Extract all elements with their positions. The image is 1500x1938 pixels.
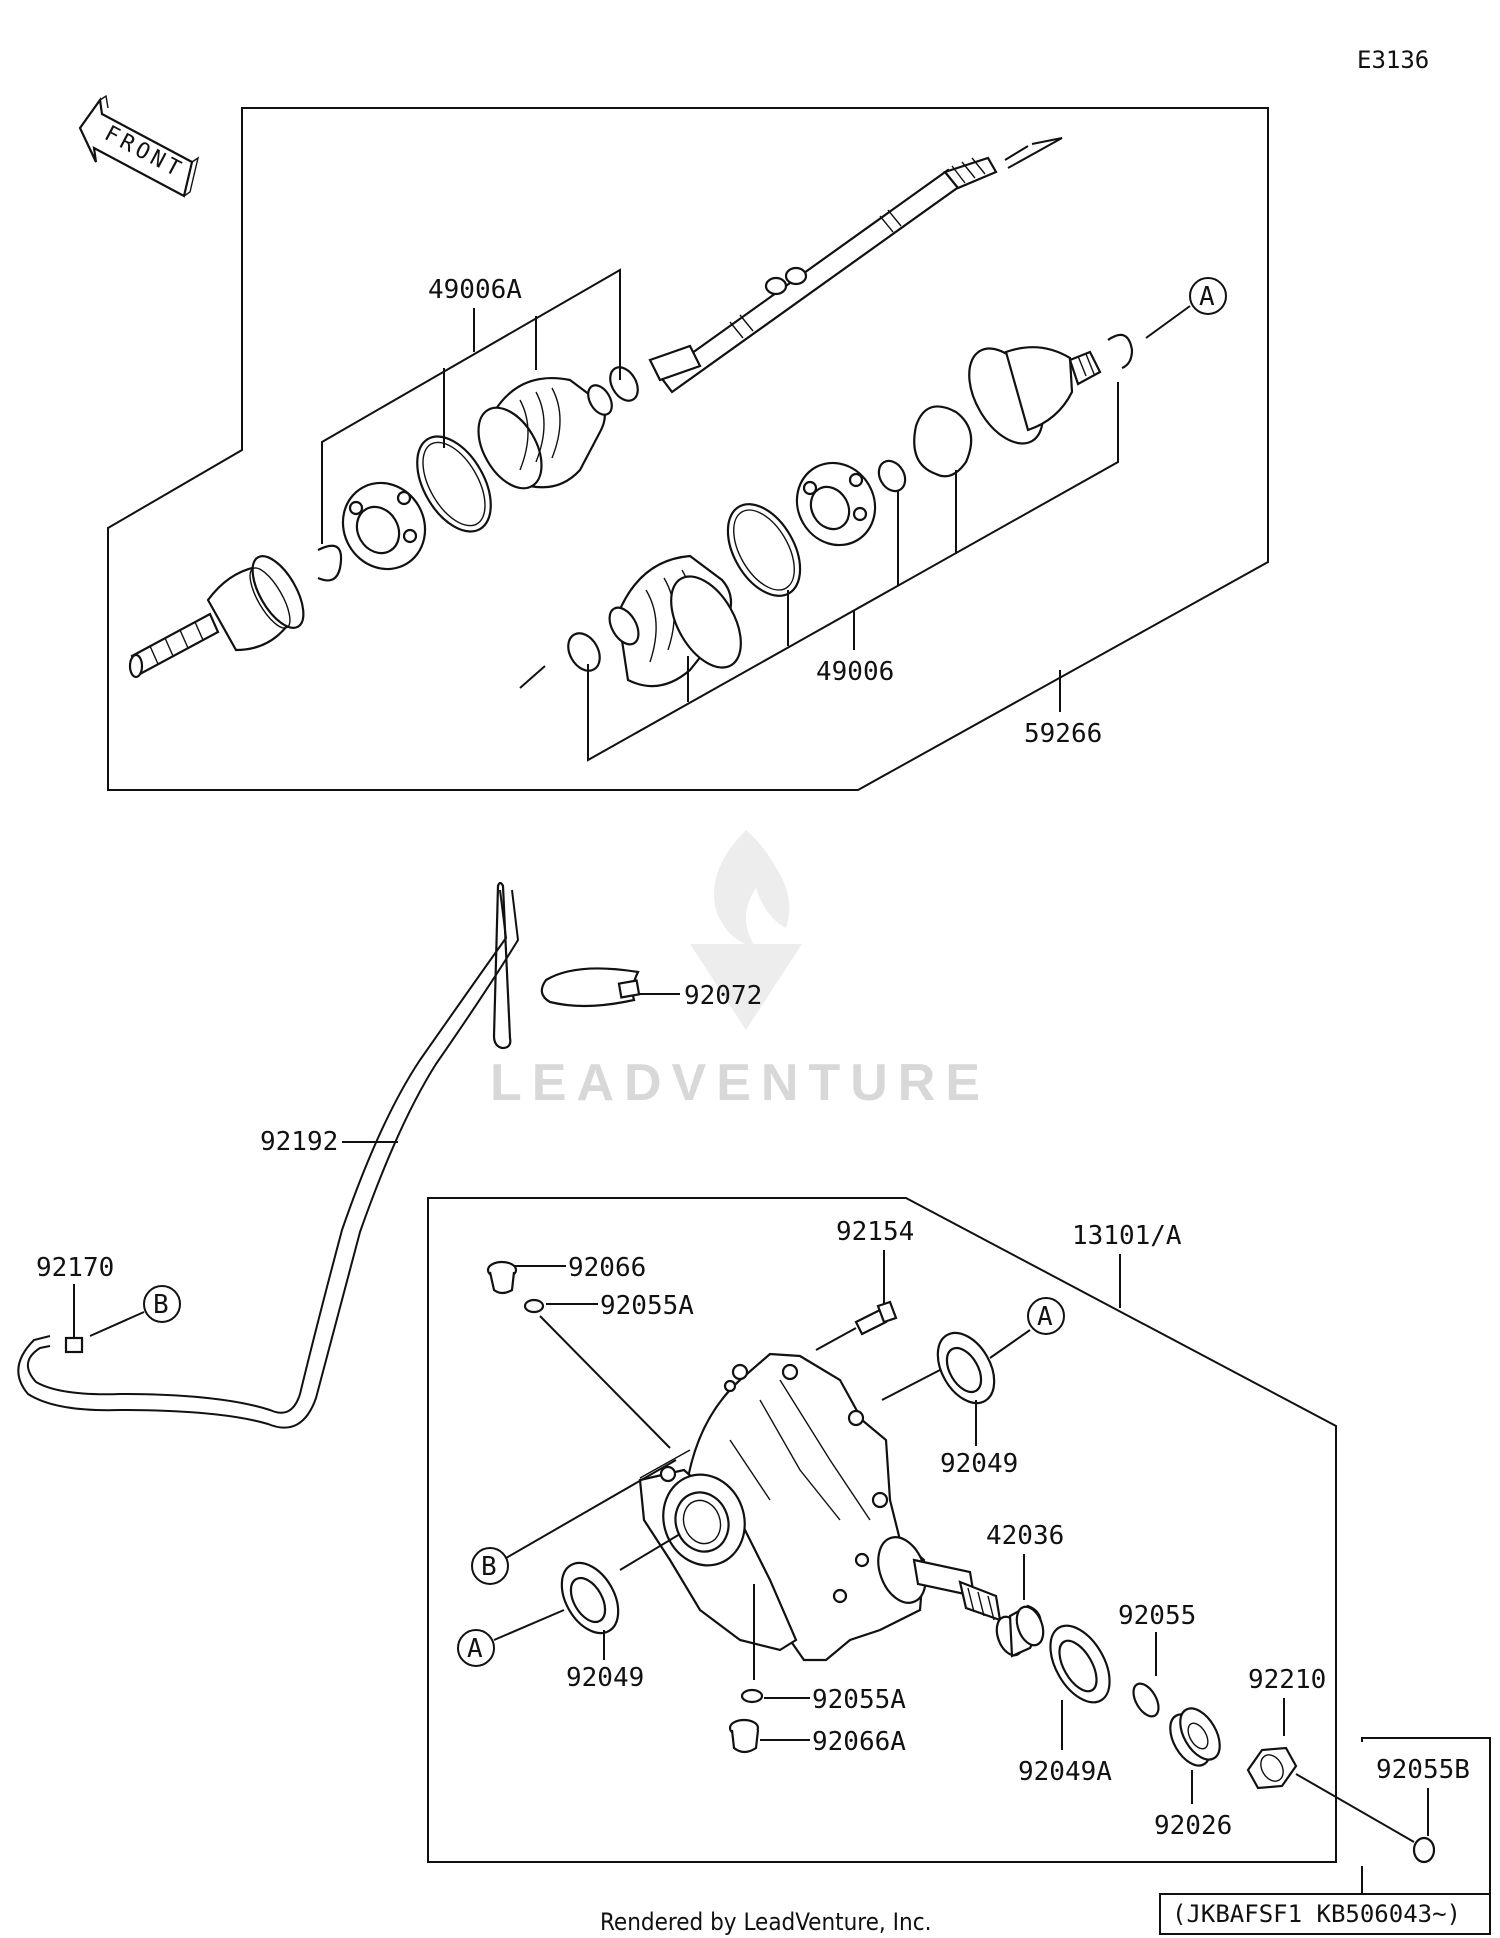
watermark-logo-icon xyxy=(690,830,802,1030)
oring-92055A-top xyxy=(523,1298,545,1314)
washer-92026 xyxy=(1169,1707,1221,1767)
callout-92049-left: 92049 xyxy=(566,1663,644,1693)
leader-marker-a-mid xyxy=(989,1329,1031,1359)
callout-92210: 92210 xyxy=(1248,1665,1326,1695)
marker-b-mid: B xyxy=(471,1547,509,1585)
circlip-large xyxy=(913,405,973,478)
callout-92026: 92026 xyxy=(1154,1811,1232,1841)
callout-92055A-top: 92055A xyxy=(600,1291,694,1321)
svg-text:B: B xyxy=(153,1290,169,1320)
callout-92049A: 92049A xyxy=(1018,1757,1112,1787)
differential-housing xyxy=(638,1352,1002,1662)
marker-a-left: A xyxy=(457,1629,495,1667)
serial-note: (JKBAFSF1 KB506043~) xyxy=(1172,1900,1461,1928)
plug-92066A xyxy=(728,1718,760,1754)
callout-42036: 42036 xyxy=(986,1521,1064,1551)
leader-seal-right-to-housing xyxy=(881,1369,941,1401)
hose-clip xyxy=(64,1336,84,1354)
collar-42036 xyxy=(995,1604,1045,1658)
diagram-id: E3136 xyxy=(1357,46,1429,74)
svg-text:A: A xyxy=(1037,1302,1053,1332)
callout-92170: 92170 xyxy=(36,1253,114,1283)
oil-seal-92049A xyxy=(1049,1624,1111,1704)
callout-92066A: 92066A xyxy=(812,1727,906,1757)
serial-note-box xyxy=(1159,1893,1491,1935)
callout-92049-right: 92049 xyxy=(940,1449,1018,1479)
marker-b-left: B xyxy=(89,1285,181,1337)
bolt-92154 xyxy=(815,1300,898,1351)
leader-nut-to-92055B xyxy=(1295,1773,1415,1843)
small-ring-lower xyxy=(877,459,907,493)
cv-boot-lower xyxy=(567,554,742,688)
callout-49006: 49006 xyxy=(816,657,894,687)
callout-13101A: 13101/A xyxy=(1072,1221,1182,1251)
plug-92066 xyxy=(486,1260,518,1295)
small-ring-upper xyxy=(609,366,639,402)
footer-credit: Rendered by LeadVenture, Inc. xyxy=(600,1908,931,1936)
leader-seal-left-to-housing xyxy=(619,1533,681,1571)
oil-seal-92049-right xyxy=(936,1331,996,1405)
outer-cv-joint xyxy=(128,555,305,679)
marker-a-mid: A xyxy=(1027,1297,1065,1335)
callout-92154: 92154 xyxy=(836,1217,914,1247)
oring-92055A-bottom xyxy=(740,1688,764,1704)
box-92055B xyxy=(1361,1737,1491,1895)
oring-92055B xyxy=(1412,1836,1436,1864)
bearing-cage-left xyxy=(341,481,427,571)
bearing-cage-right xyxy=(795,461,877,547)
breather-hose xyxy=(17,881,520,1429)
front-arrow-icon: FRONT xyxy=(78,94,200,198)
svg-text:A: A xyxy=(467,1634,483,1664)
svg-text:A: A xyxy=(1199,282,1215,312)
shaft-assembly-frame xyxy=(107,107,1269,791)
callout-92072: 92072 xyxy=(684,981,762,1011)
callout-59266: 59266 xyxy=(1024,719,1102,749)
oil-seal-92049-left xyxy=(560,1561,620,1635)
nut-92210 xyxy=(1246,1746,1298,1790)
circlip-left xyxy=(317,544,343,582)
circlip-top-right xyxy=(1107,333,1134,370)
leader-49006 xyxy=(587,382,1119,762)
leader-marker-b-mid xyxy=(505,1459,677,1559)
inner-cv-joint xyxy=(968,346,1102,445)
callout-92066: 92066 xyxy=(568,1253,646,1283)
marker-a-top: A xyxy=(1145,277,1227,339)
differential-frame xyxy=(427,1197,1337,1863)
cv-boot-upper xyxy=(477,376,613,490)
leader-92055A-path xyxy=(539,1315,671,1449)
watermark-text: LEADVENTURE xyxy=(490,1054,990,1112)
leader-marker-a-left xyxy=(493,1609,565,1641)
callout-92192: 92192 xyxy=(260,1127,338,1157)
callout-92055: 92055 xyxy=(1118,1601,1196,1631)
hose-clamp xyxy=(540,967,680,1008)
oring-92055 xyxy=(1132,1682,1160,1718)
callout-92055A-bottom: 92055A xyxy=(812,1685,906,1715)
svg-text:B: B xyxy=(481,1552,497,1582)
drive-shaft xyxy=(519,137,1063,689)
callout-49006A: 49006A xyxy=(428,275,522,305)
callout-92055B: 92055B xyxy=(1376,1755,1470,1785)
boot-band-left xyxy=(416,435,492,533)
